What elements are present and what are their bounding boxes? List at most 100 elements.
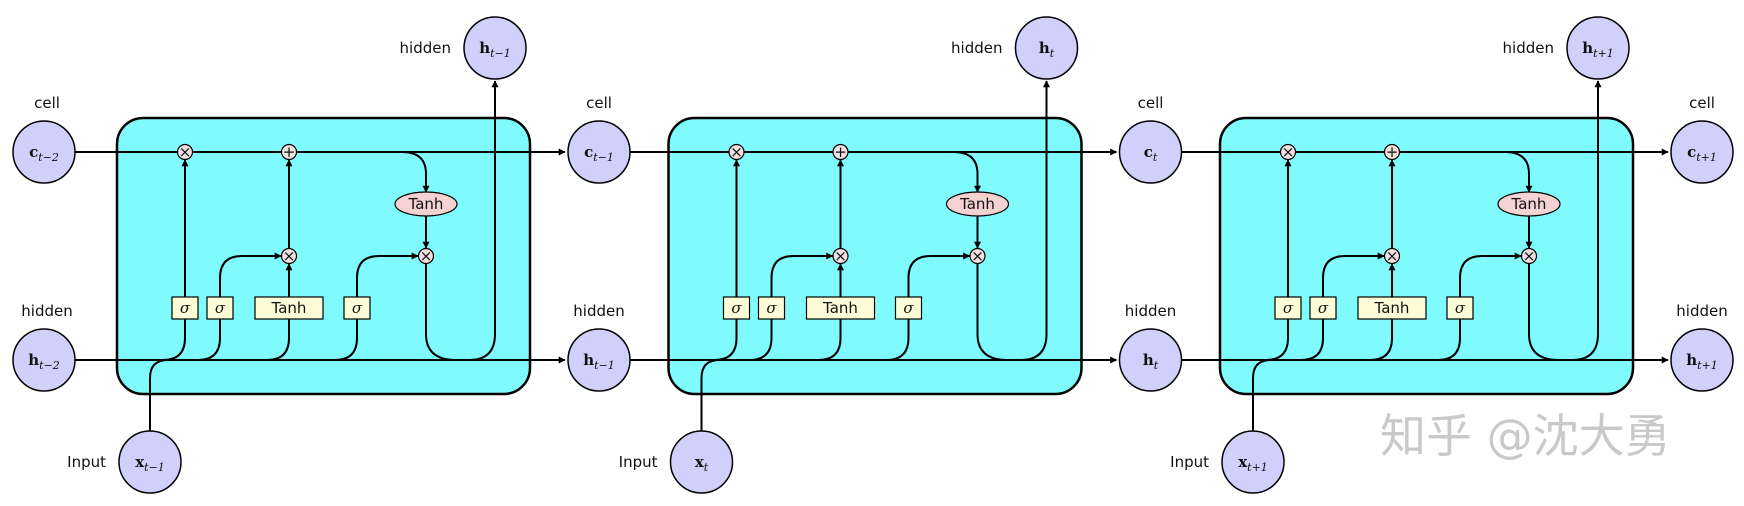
cell-to-tanh-wire-1 <box>953 151 981 193</box>
input-gate-box-0-label: σ <box>215 299 226 317</box>
cell-add-op-1 <box>832 143 849 161</box>
forget-multiply-op-1 <box>728 143 745 161</box>
hidden-state-node-3-label: ht+1 <box>1686 351 1718 372</box>
hidden-output-label-1: hidden <box>951 39 1002 57</box>
cell-state-node-2-label: ct <box>1144 143 1158 164</box>
hidden-output-node-2 <box>1566 16 1630 80</box>
forget-multiply-op-1-symbol: × <box>730 143 743 161</box>
input-multiply-op-1 <box>832 247 849 265</box>
hidden-label-0: hidden <box>21 302 72 320</box>
cell-to-tanh-wire-0 <box>401 151 430 193</box>
input-node-1-label: xt <box>695 453 709 474</box>
hidden-state-node-1-label: ht−1 <box>583 351 615 372</box>
cell-label-3: cell <box>1689 94 1715 112</box>
hidden-label-2: hidden <box>1125 302 1176 320</box>
gate-feed-wire-2-2 <box>1369 319 1393 361</box>
hidden-state-node-1 <box>567 328 631 392</box>
forget-gate-box-1 <box>722 296 751 320</box>
cell-to-tanh-wire-2 <box>1504 151 1533 193</box>
input-gate-box-0 <box>206 296 234 320</box>
cell-tanh-label-0: Tanh <box>408 195 444 213</box>
hidden-output-label-2: hidden <box>1503 39 1554 57</box>
cell-state-node-3-label: ct+1 <box>1687 143 1717 164</box>
input-label-1: Input <box>619 453 658 471</box>
hidden-state-node-2-label: ht <box>1143 351 1159 372</box>
hidden-state-node-0 <box>12 328 76 392</box>
hidden-output-wire-2 <box>1528 80 1602 361</box>
forget-gate-box-2-label: σ <box>1283 299 1294 317</box>
cell-tanh-node-1 <box>945 191 1010 217</box>
input-gate-wire-0 <box>219 252 282 297</box>
output-gate-wire-1 <box>907 252 971 297</box>
watermark-text: 知乎 @沈大勇 <box>1380 409 1671 463</box>
gate-feed-wire-1-3 <box>886 319 910 361</box>
output-gate-box-0 <box>343 296 371 320</box>
hidden-output-wire-1 <box>976 80 1050 361</box>
cell-add-op-2 <box>1383 143 1401 161</box>
gate-feed-wire-2-3 <box>1437 319 1461 361</box>
output-gate-box-1-label: σ <box>903 299 914 317</box>
hidden-state-node-3 <box>1670 328 1734 392</box>
candidate-tanh-box-0-label: Tanh <box>271 299 307 317</box>
input-gate-wire-1 <box>770 252 834 297</box>
output-gate-box-1 <box>894 296 923 320</box>
gate-feed-wire-1-1 <box>749 319 773 361</box>
input-node-0 <box>118 430 182 494</box>
cell-add-op-0 <box>280 143 298 161</box>
output-gate-wire-2 <box>1459 252 1522 297</box>
hidden-output-node-1 <box>1014 16 1079 80</box>
input-gate-box-1-label: σ <box>766 299 777 317</box>
candidate-tanh-box-0 <box>254 296 324 320</box>
gate-feed-wire-0-0 <box>162 319 186 361</box>
candidate-tanh-box-1 <box>805 296 876 320</box>
input-gate-box-2 <box>1309 296 1337 320</box>
input-label-2: Input <box>1170 453 1209 471</box>
gate-feed-wire-2-0 <box>1265 319 1289 361</box>
cell-add-op-2-symbol: + <box>1386 143 1399 161</box>
forget-multiply-op-0-symbol: × <box>179 143 192 161</box>
cell-tanh-node-2 <box>1497 191 1561 217</box>
cell-label-0: cell <box>34 94 60 112</box>
forget-multiply-op-2 <box>1279 143 1297 161</box>
cell-add-op-0-symbol: + <box>283 143 296 161</box>
hidden-state-node-0-label: ht−2 <box>28 351 60 372</box>
cell-state-node-0 <box>12 120 76 184</box>
candidate-tanh-box-2-label: Tanh <box>1374 299 1410 317</box>
input-multiply-op-0-symbol: × <box>283 247 296 265</box>
cell-state-node-1 <box>567 120 631 184</box>
hidden-output-node-1-label: ht <box>1039 39 1055 60</box>
gate-feed-wire-2-1 <box>1300 319 1324 361</box>
forget-gate-box-0-label: σ <box>180 299 191 317</box>
input-multiply-op-0 <box>280 247 298 265</box>
output-gate-wire-0 <box>356 252 419 297</box>
input-multiply-op-2-symbol: × <box>1386 247 1399 265</box>
hidden-output-node-0-label: ht−1 <box>479 39 511 60</box>
input-node-0-label: xt−1 <box>135 453 165 474</box>
input-multiply-op-1-symbol: × <box>834 247 847 265</box>
cell-tanh-label-2: Tanh <box>1511 195 1547 213</box>
cell-state-node-0-label: ct−2 <box>29 143 59 164</box>
output-multiply-op-0-symbol: × <box>420 247 433 265</box>
input-multiply-op-2 <box>1383 247 1401 265</box>
input-gate-box-2-label: σ <box>1318 299 1329 317</box>
input-node-2 <box>1221 430 1285 494</box>
candidate-tanh-box-2 <box>1357 296 1427 320</box>
input-label-0: Input <box>67 453 106 471</box>
output-gate-box-2 <box>1446 296 1474 320</box>
cell-add-op-1-symbol: + <box>834 143 847 161</box>
input-node-1 <box>669 430 734 494</box>
cell-label-1: cell <box>586 94 612 112</box>
gate-feed-wire-0-3 <box>334 319 358 361</box>
output-multiply-op-2 <box>1520 247 1538 265</box>
hidden-state-node-2 <box>1118 328 1183 392</box>
output-multiply-op-2-symbol: × <box>1523 247 1536 265</box>
hidden-output-wire-0 <box>425 80 499 361</box>
forget-gate-box-1-label: σ <box>731 299 742 317</box>
candidate-tanh-box-1-label: Tanh <box>822 299 858 317</box>
forget-gate-box-2 <box>1274 296 1302 320</box>
cell-label-2: cell <box>1138 94 1164 112</box>
input-gate-box-1 <box>757 296 786 320</box>
hidden-label-3: hidden <box>1676 302 1727 320</box>
output-multiply-op-1-symbol: × <box>971 247 984 265</box>
cell-state-node-3 <box>1670 120 1734 184</box>
